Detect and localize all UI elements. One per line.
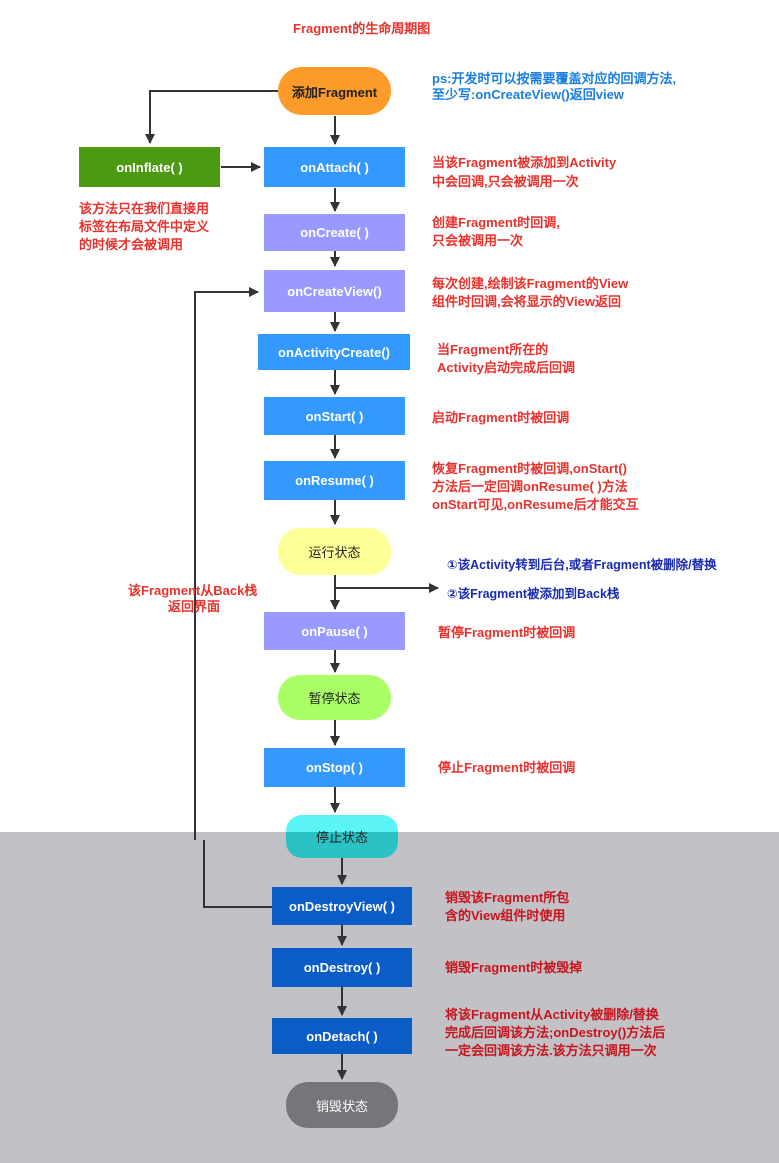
arrow-backstack-up [194, 287, 259, 840]
detach-note-line-2: 完成后回调该方法;onDestroy()方法后 [445, 1025, 666, 1040]
on-stop-node: onStop( ) [264, 748, 405, 787]
activity-create-note-line-2: Activity启动完成后回调 [437, 360, 575, 375]
ps-note-line-1: ps:开发时可以按需要覆盖对应的回调方法, [432, 71, 677, 86]
ps-note-line-2: 至少写:onCreateView()返回view [432, 87, 624, 102]
on-destroy-node: onDestroy( ) [272, 948, 412, 987]
running-state-node: 运行状态 [278, 528, 391, 575]
on-start-node: onStart( ) [264, 397, 405, 435]
resume-note-line-2: 方法后一定回调onResume( )方法 [432, 479, 628, 494]
on-resume-node: onResume( ) [264, 461, 405, 500]
start-note: 启动Fragment时被回调 [432, 410, 570, 425]
stopped-state-node: 停止状态 [286, 815, 398, 858]
add-fragment-node: 添加Fragment [278, 67, 391, 115]
page-title: Fragment的生命周期图 [293, 21, 431, 36]
destroy-note: 销毁Fragment时被毁掉 [445, 960, 583, 975]
arrow-add-inflate [145, 90, 278, 144]
on-create-node: onCreate( ) [264, 214, 405, 251]
detach-note-line-1: 将该Fragment从Activity被删除/替换 [445, 1007, 659, 1022]
branch-note-2: ②该Fragment被添加到Back栈 [447, 587, 620, 601]
resume-note-line-1: 恢复Fragment时被回调,onStart() [432, 461, 628, 476]
inflate-note-line-2: 标签在布局文件中定义 [79, 219, 210, 234]
stop-note: 停止Fragment时被回调 [438, 760, 576, 775]
arrow-backstack-return [203, 840, 272, 908]
branch-note-1: ①该Activity转到后台,或者Fragment被删除/替换 [447, 558, 717, 572]
destroyed-state-node: 销毁状态 [286, 1082, 398, 1128]
backstack-note-line-2: 返回界面 [168, 599, 221, 614]
create-note-line-1: 创建Fragment时回调, [432, 215, 560, 230]
pause-note: 暂停Fragment时被回调 [438, 625, 576, 640]
on-create-view-node: onCreateView() [264, 270, 405, 312]
create-view-note-line-2: 组件时回调,会将显示的View返回 [432, 294, 622, 309]
inflate-note-line-3: 的时候才会被调用 [79, 237, 184, 252]
create-note-line-2: 只会被调用一次 [432, 233, 524, 248]
on-detach-node: onDetach( ) [272, 1018, 412, 1054]
paused-state-node: 暂停状态 [278, 675, 391, 720]
on-activity-create-node: onActivityCreate() [258, 334, 410, 370]
create-view-note-line-1: 每次创建,绘制该Fragment的View [432, 276, 629, 291]
attach-note-line-2: 中会回调,只会被调用一次 [432, 174, 579, 189]
resume-note-line-3: onStart可见,onResume后才能交互 [432, 497, 639, 512]
activity-create-note-line-1: 当Fragment所在的 [437, 342, 549, 357]
on-destroy-view-node: onDestroyView( ) [272, 887, 412, 925]
attach-note-line-1: 当该Fragment被添加到Activity [432, 155, 617, 170]
on-pause-node: onPause( ) [264, 612, 405, 650]
on-attach-node: onAttach( ) [264, 147, 405, 187]
destroy-view-note-line-2: 含的View组件时使用 [445, 908, 566, 923]
on-inflate-node: onInflate( ) [79, 147, 220, 187]
inflate-note-line-1: 该方法只在我们直接用 [79, 201, 210, 216]
destroy-view-note-line-1: 销毁该Fragment所包 [445, 890, 570, 905]
backstack-note-line-1: 该Fragment从Back栈 [128, 583, 258, 598]
detach-note-line-3: 一定会回调该方法.该方法只调用一次 [445, 1043, 657, 1058]
